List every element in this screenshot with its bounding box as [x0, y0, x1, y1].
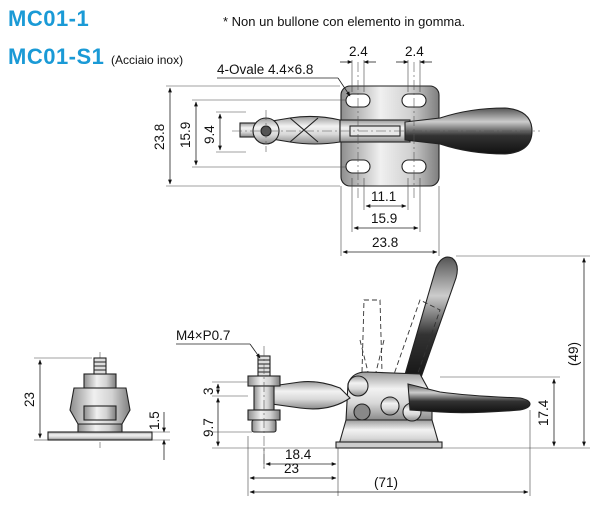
dim-height-mid: 15.9 [178, 122, 193, 148]
dim-slot-b: 2.4 [405, 44, 424, 59]
side-base-plate [335, 441, 443, 449]
ghost-linkage [391, 299, 441, 391]
end-thread-lines [94, 361, 106, 371]
model-title-2: MC01-S1 (Acciaio inox) [8, 44, 183, 70]
dim-width-inner: 11.1 [371, 189, 396, 204]
pivot-4 [353, 403, 371, 421]
dim-side-9-7: 9.7 [201, 418, 216, 437]
dim-side-23: 23 [284, 461, 299, 476]
arm-twist [289, 117, 319, 143]
ghost-arm-open [361, 299, 383, 373]
model-title-2-note: (Acciaio inox) [111, 53, 184, 67]
dim-width-outer: 23.8 [372, 235, 398, 250]
pivot-2 [380, 396, 400, 416]
ghost-arm-open-2 [359, 339, 385, 373]
side-handle [407, 383, 531, 414]
end-base-foot [77, 423, 123, 433]
dim-width-mid: 15.9 [371, 211, 397, 226]
dim-height-inner: 9.4 [202, 125, 217, 144]
model-title-2-text: MC01-S1 [8, 44, 105, 69]
end-nut-lower [83, 405, 117, 421]
top-view: 4-Ovale 4.4×6.8 2.4 2.4 23.8 15.9 9.4 [152, 44, 540, 256]
end-base [47, 431, 153, 441]
side-view: M4×P0.7 3 9.7 17.4 (49) 18.4 23 (71) [176, 255, 590, 496]
slot-callout-arrow [337, 77, 351, 97]
slot-callout-label: 4-Ovale 4.4×6.8 [217, 62, 313, 77]
dim-slot-a: 2.4 [349, 44, 368, 59]
dim-side-17-4: 17.4 [536, 399, 551, 426]
dim-height-outer: 23.8 [152, 124, 167, 150]
thread-callout-label: M4×P0.7 [176, 328, 230, 343]
top-linkage-inner [349, 125, 401, 137]
dim-end-base: 1.5 [147, 411, 162, 430]
dim-side-71: (71) [374, 475, 398, 490]
side-clamp-arm [271, 381, 351, 410]
ghost-handle-open [403, 256, 458, 387]
end-view: 23 1.5 [22, 352, 170, 460]
rubber-bolt-note: * Non un bullone con elemento in gomma. [223, 14, 466, 29]
pivot-1 [347, 375, 369, 397]
end-nut-upper [83, 373, 117, 389]
thread-callout-arrow [249, 343, 261, 359]
dim-side-49: (49) [566, 342, 581, 366]
model-title-1: MC01-1 [8, 6, 90, 31]
dim-side-18-4: 18.4 [285, 447, 312, 462]
dim-end-height: 23 [22, 392, 37, 407]
dim-side-3: 3 [201, 387, 216, 395]
